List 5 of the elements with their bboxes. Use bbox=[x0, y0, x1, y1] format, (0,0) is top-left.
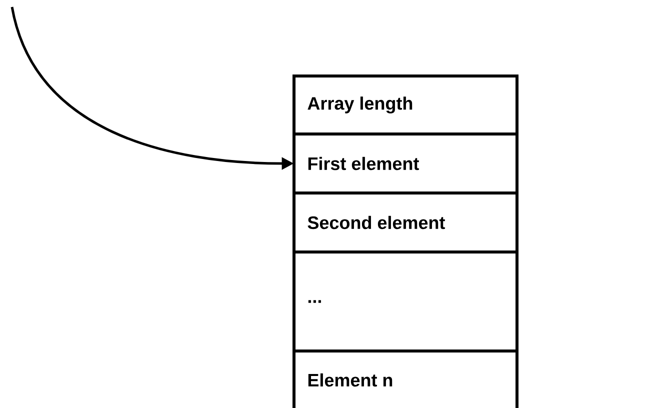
table-row: Array length bbox=[292, 74, 518, 134]
table-row: Element n bbox=[292, 350, 518, 408]
table-row: ... bbox=[292, 250, 518, 351]
table-row: Second element bbox=[292, 192, 518, 252]
table-row: First element bbox=[292, 132, 518, 193]
